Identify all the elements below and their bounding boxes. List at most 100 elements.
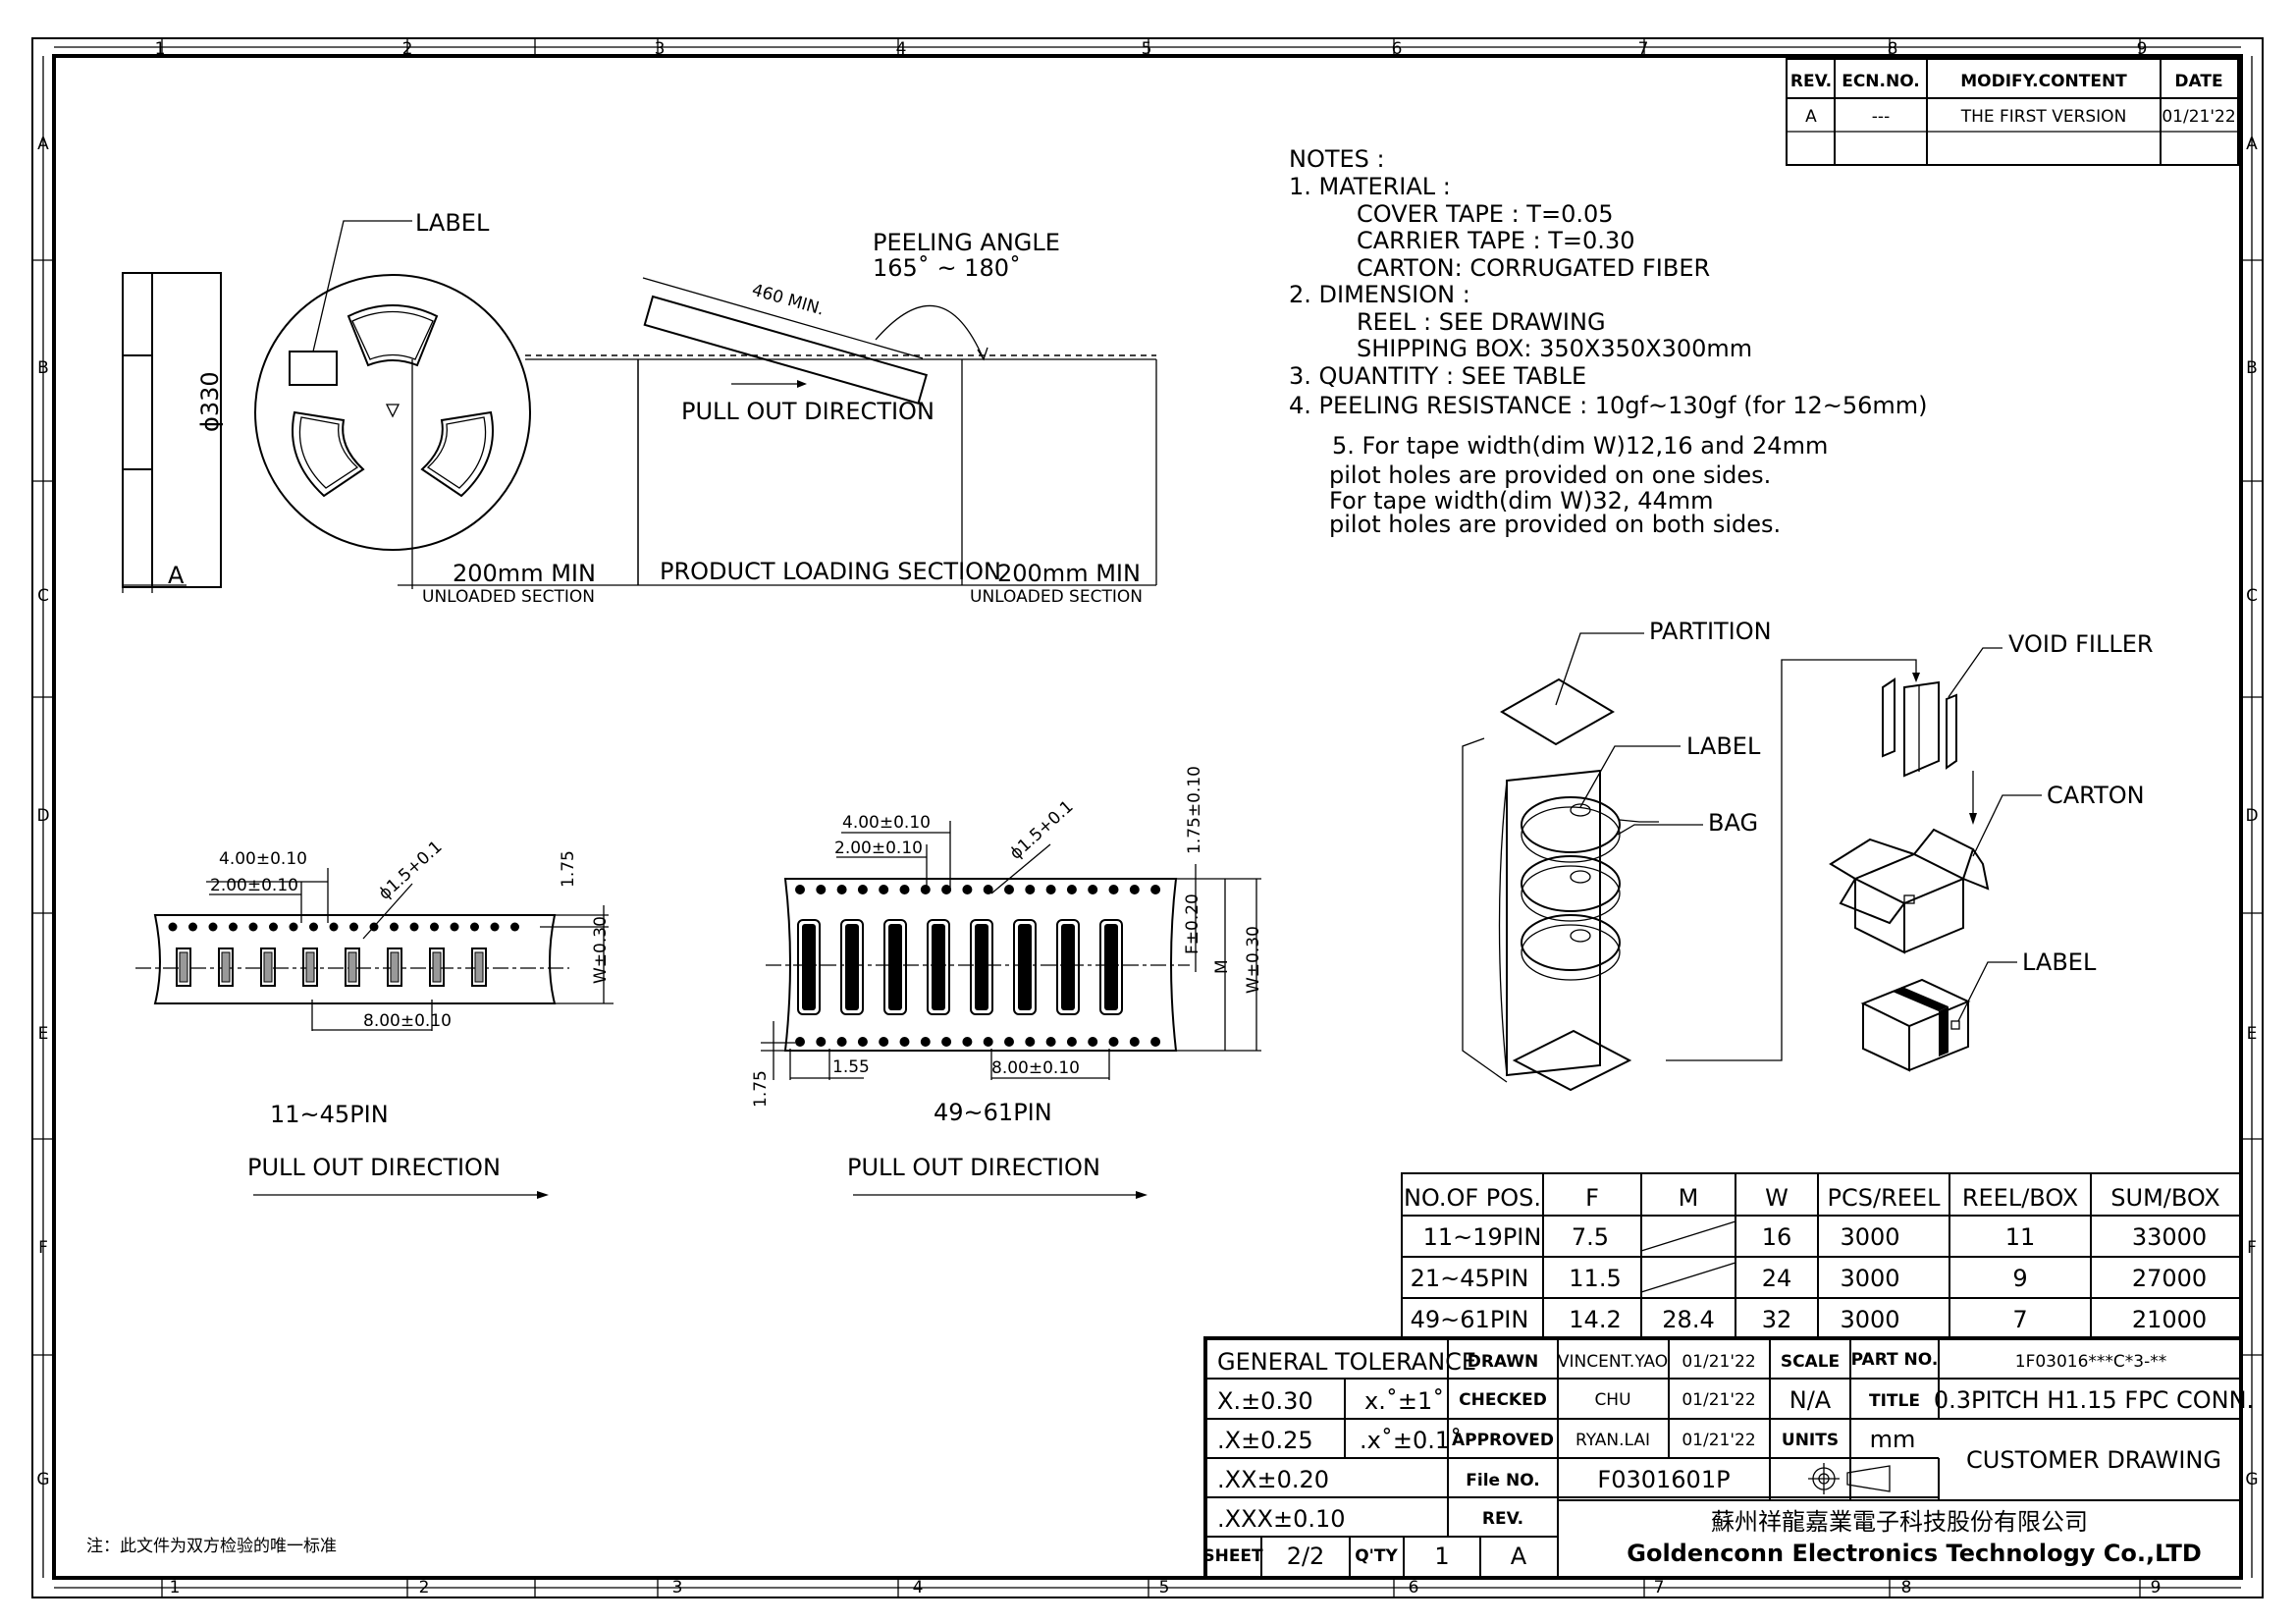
- sprocket-hole: [1150, 885, 1161, 894]
- sprocket-hole: [899, 885, 910, 894]
- small-pitch-800: 8.00±0.10: [363, 1011, 452, 1031]
- qty-cell: 27000: [2132, 1265, 2207, 1292]
- sprocket-hole: [816, 885, 827, 894]
- sprocket-hole: [920, 1037, 931, 1047]
- title-label: TITLE: [1869, 1391, 1920, 1411]
- footnote: 注：此文件为双方检验的唯一标准: [86, 1537, 337, 1556]
- tape-small: 4.00±0.10 2.00±0.10 ϕ1.5+0.1 1.75 W±0.30…: [135, 838, 614, 1199]
- row-label: F: [2247, 1238, 2257, 1258]
- peeling-range: 165˚ ~ 180˚: [873, 254, 1021, 282]
- tape-large: 4.00±0.10 2.00±0.10 ϕ1.5+0.1 1.75±0.10 F…: [751, 766, 1263, 1199]
- row-label: E: [2247, 1024, 2258, 1044]
- sprocket-hole: [229, 922, 238, 932]
- small-width: W±0.30: [591, 916, 611, 984]
- col-label: 7: [1654, 1578, 1665, 1597]
- sprocket-hole: [188, 922, 197, 932]
- large-pins: 49~61PIN: [934, 1099, 1052, 1126]
- note-line: SHIPPING BOX: 350X350X300mm: [1357, 335, 1752, 362]
- tape-pocket: [1099, 919, 1123, 1015]
- row-label: F: [38, 1238, 48, 1258]
- note-line: pilot holes are provided on one sides.: [1329, 461, 1771, 489]
- tape-pocket: [302, 947, 318, 987]
- tape-component: [305, 951, 315, 983]
- qty-value: 1: [1434, 1543, 1449, 1570]
- qty-header: PCS/REEL: [1828, 1184, 1942, 1212]
- row-label: E: [38, 1024, 49, 1044]
- sprocket-hole: [1150, 1037, 1161, 1047]
- large-dim-175-top: 1.75±0.10: [1185, 766, 1204, 854]
- notes-block: NOTES : 1. MATERIAL : COVER TAPE : T=0.0…: [1289, 145, 1928, 538]
- large-pitch-400: 4.00±0.10: [842, 813, 931, 833]
- sprocket-hole: [1025, 1037, 1036, 1047]
- qty-header: M: [1679, 1184, 1699, 1212]
- sprocket-hole: [248, 922, 258, 932]
- quantity-table: NO.OF POS. F M W PCS/REEL REEL/BOX SUM/B…: [1401, 1172, 2242, 1339]
- row-label: D: [36, 806, 49, 826]
- tape-pocket: [218, 947, 234, 987]
- col-label: 4: [913, 1578, 924, 1597]
- row-label: C: [2246, 586, 2258, 606]
- large-pitch-200: 2.00±0.10: [834, 839, 923, 858]
- tape-pocket: [176, 947, 191, 987]
- tol-4: .XXX±0.10: [1217, 1505, 1346, 1533]
- sprocket-hole: [289, 922, 298, 932]
- tape-component: [263, 951, 273, 983]
- large-dim-155: 1.55: [832, 1057, 870, 1077]
- sprocket-hole: [1108, 1037, 1119, 1047]
- qty-cell: 24: [1762, 1265, 1792, 1292]
- sprocket-hole: [962, 1037, 973, 1047]
- col-label: 5: [1142, 39, 1152, 59]
- title-value: 0.3PITCH H1.15 FPC CONN.: [1934, 1386, 2254, 1414]
- note-line: For tape width(dim W)32, 44mm: [1329, 487, 1714, 514]
- sprocket-hole: [450, 922, 459, 932]
- sprocket-hole: [1025, 885, 1036, 894]
- row-label: B: [37, 358, 49, 378]
- sprocket-hole: [983, 885, 993, 894]
- tape-component: [932, 924, 945, 1010]
- qty-cell: 32: [1762, 1306, 1792, 1333]
- sprocket-hole: [510, 922, 519, 932]
- note-line: 5. For tape width(dim W)12,16 and 24mm: [1332, 432, 1828, 460]
- large-width: W±0.30: [1244, 926, 1263, 994]
- tape-component: [888, 924, 902, 1010]
- rev-cell-content: THE FIRST VERSION: [1960, 107, 2127, 127]
- company-en: Goldenconn Electronics Technology Co.,LT…: [1627, 1540, 2202, 1567]
- sprocket-hole: [857, 885, 868, 894]
- qty-cell: 11: [2005, 1223, 2036, 1251]
- row-label: A: [37, 135, 49, 154]
- sprocket-hole: [899, 1037, 910, 1047]
- sprocket-hole: [795, 1037, 805, 1047]
- customer-drawing: CUSTOMER DRAWING: [1966, 1446, 2221, 1474]
- col-label: 6: [1409, 1578, 1419, 1597]
- sprocket-hole: [1088, 1037, 1098, 1047]
- row-label: A: [2246, 135, 2258, 154]
- tape-component: [474, 951, 484, 983]
- reel-pull-out: PULL OUT DIRECTION: [681, 398, 934, 425]
- product-loading: PRODUCT LOADING SECTION: [660, 558, 1001, 585]
- drawn-label: DRAWN: [1468, 1352, 1539, 1372]
- col-label: 8: [1888, 39, 1898, 59]
- part-value: 1F03016***C*3-**: [2015, 1352, 2167, 1372]
- approved-date: 01/21'22: [1682, 1431, 1755, 1450]
- row-labels-left: A B C D E F G: [36, 135, 49, 1489]
- sprocket-hole: [1066, 1037, 1077, 1047]
- projection-symbol-icon: [1808, 1463, 1891, 1494]
- sprocket-hole: [349, 922, 358, 932]
- checked-date: 01/21'22: [1682, 1390, 1755, 1410]
- qty-cell: 9: [2012, 1265, 2027, 1292]
- sprocket-hole: [269, 922, 278, 932]
- qty-header: SUM/BOX: [2110, 1184, 2219, 1212]
- tol-1: X.±0.30: [1217, 1387, 1313, 1415]
- qty-cell: 11~19PIN: [1423, 1223, 1542, 1251]
- small-pitch-400: 4.00±0.10: [219, 849, 307, 869]
- sheet-label: SHEET: [1202, 1546, 1263, 1566]
- col-label: 7: [1638, 39, 1649, 59]
- tape-pocket: [387, 947, 402, 987]
- sprocket-hole: [1108, 885, 1119, 894]
- small-pitch-200: 2.00±0.10: [210, 876, 298, 895]
- drawn-name: VINCENT.YAO: [1558, 1352, 1668, 1372]
- checked-label: CHECKED: [1459, 1390, 1547, 1410]
- qty-cell: 14.2: [1569, 1306, 1621, 1333]
- bag-label: BAG: [1708, 809, 1758, 837]
- sprocket-hole: [409, 922, 419, 932]
